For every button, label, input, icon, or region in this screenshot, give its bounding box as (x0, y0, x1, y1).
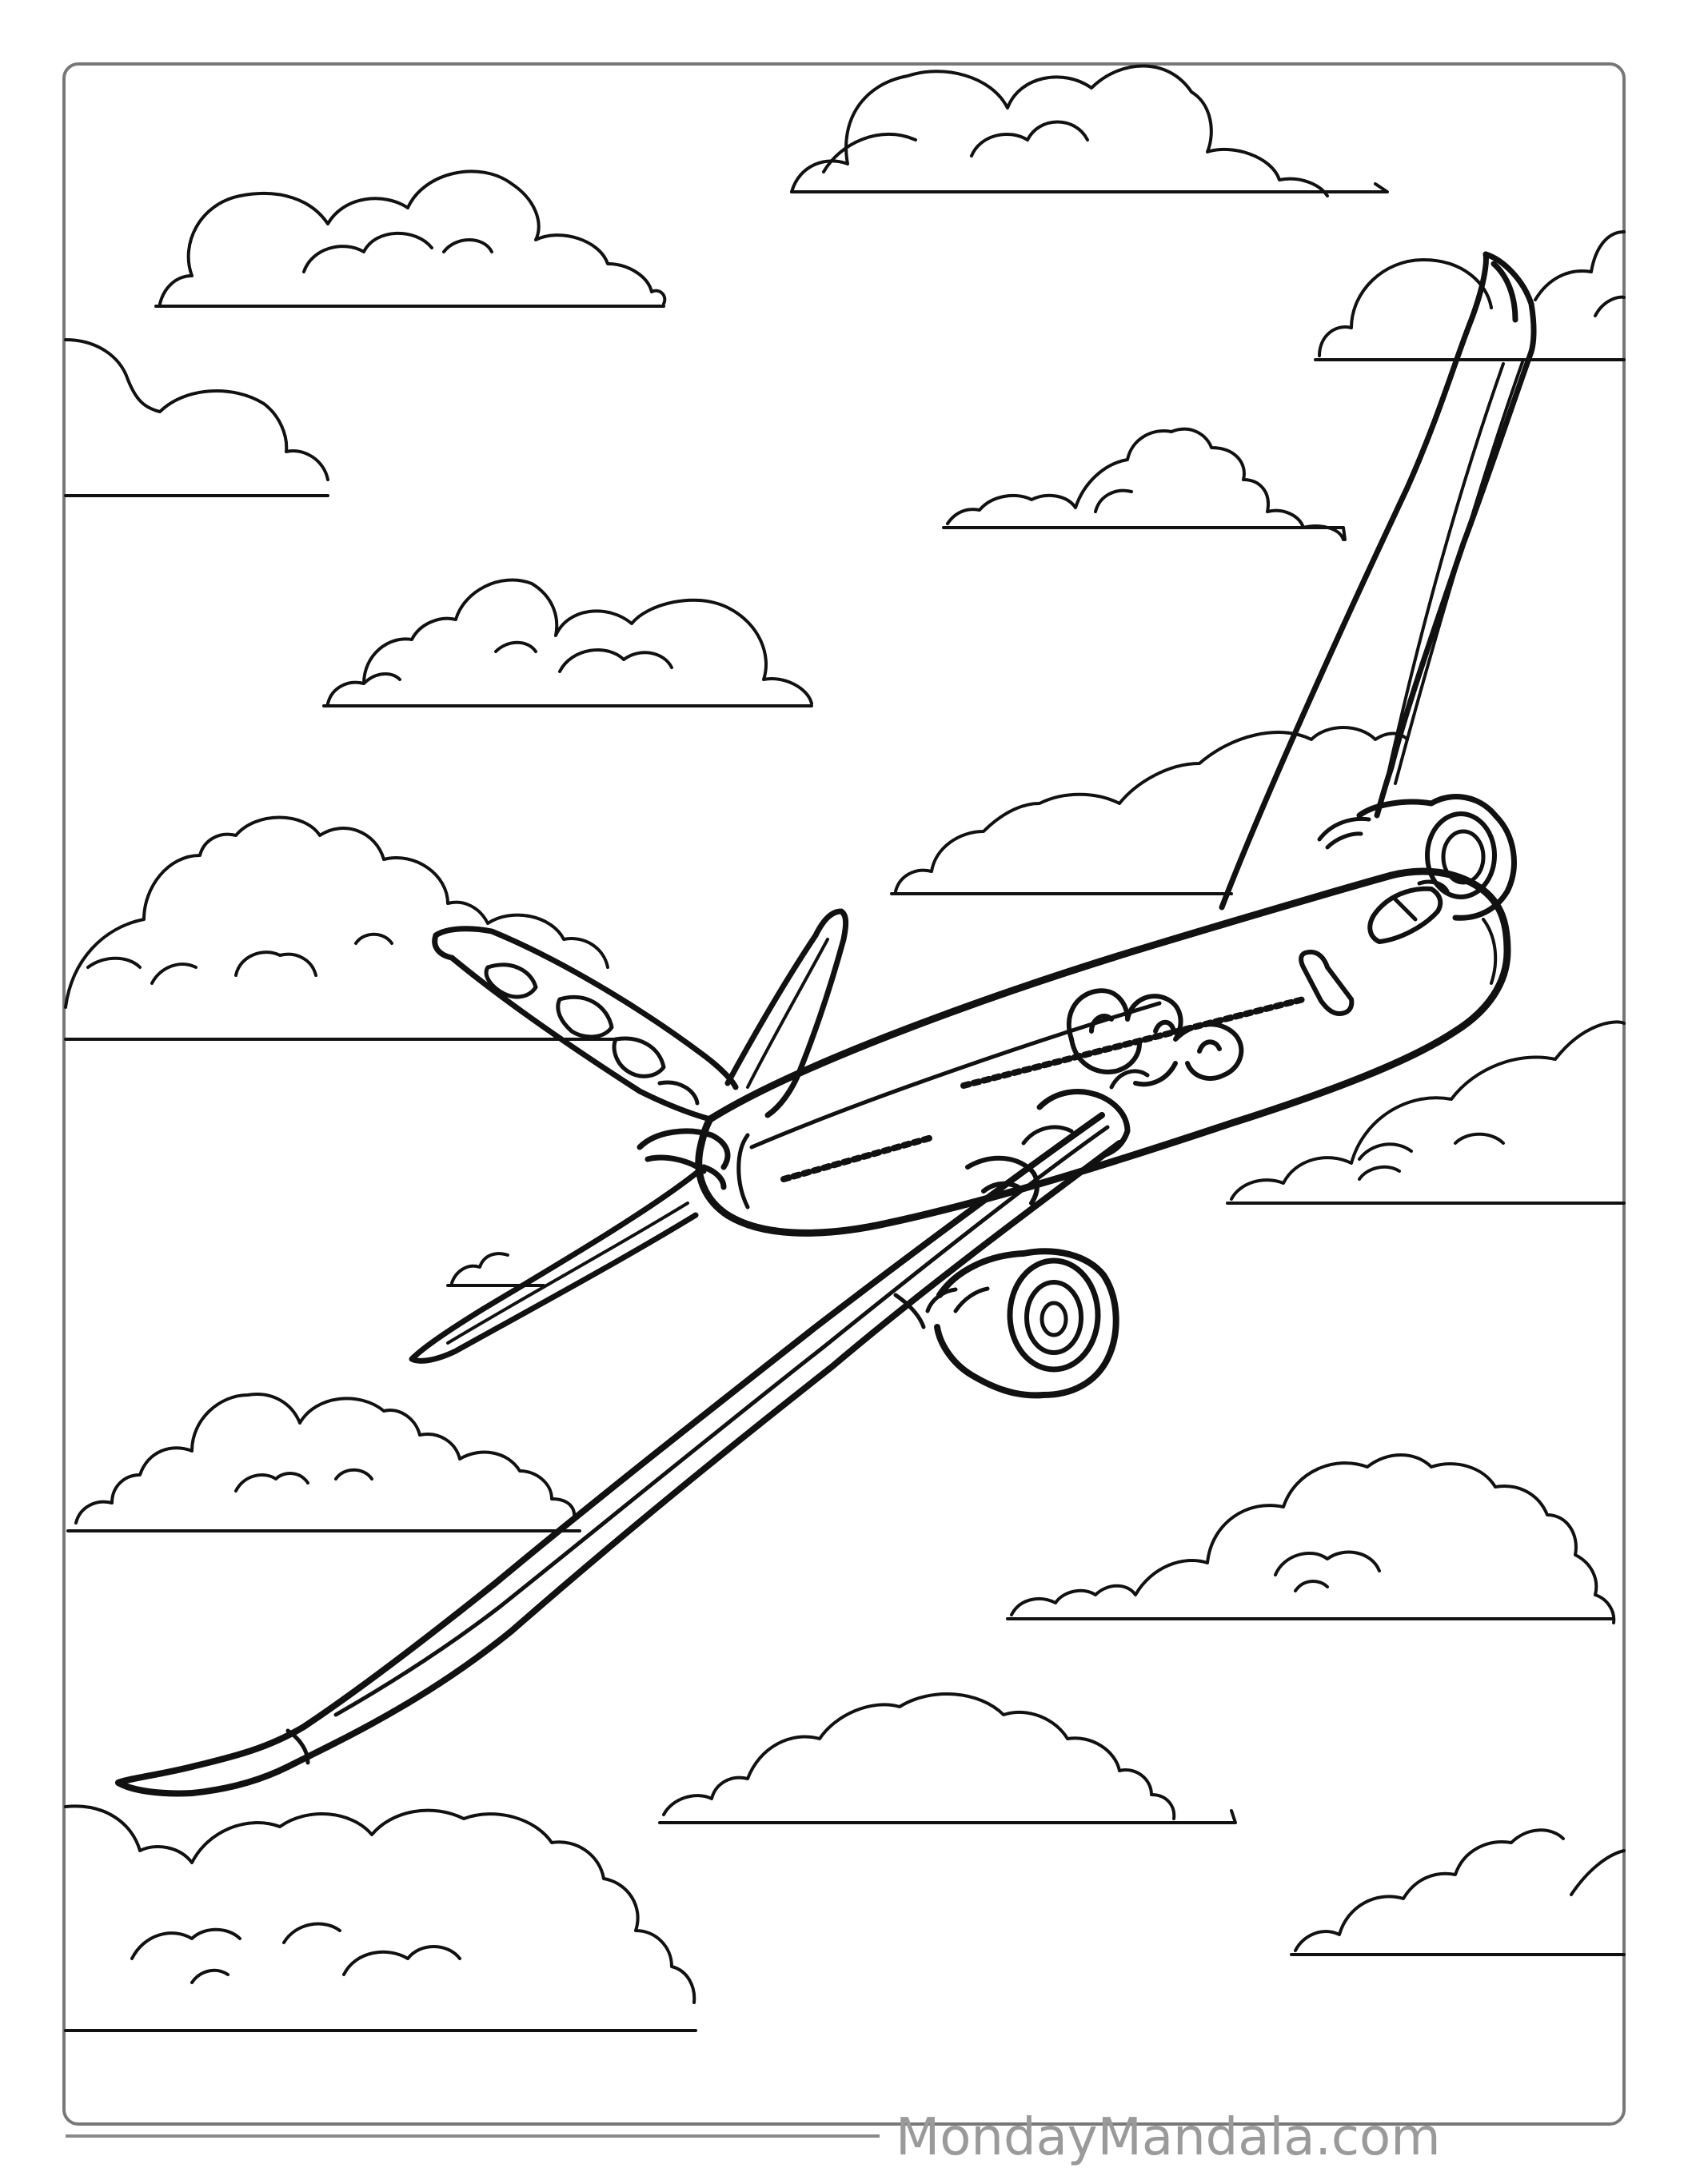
cloud-left-mid (64, 338, 329, 497)
watermark-text: MondayMandala.com (896, 2108, 1441, 2167)
watermark: MondayMandala.com (66, 2108, 1441, 2167)
cloud-center (322, 578, 813, 707)
cloud-top-right (1314, 230, 1626, 361)
lower-engine (925, 1248, 1119, 1399)
cloud-top-center (790, 64, 1389, 197)
livery-logo (1066, 988, 1244, 1087)
cloud-left-lower (66, 1393, 581, 1532)
airplane (115, 251, 1537, 1797)
lower-wing (115, 1112, 1123, 1797)
cloud-left-big (64, 815, 621, 1041)
upper-wing (1219, 251, 1537, 911)
upper-engine (1317, 794, 1517, 921)
fuselage (695, 867, 1511, 1237)
left-horizontal-stabilizer (432, 926, 739, 1122)
cloud-bottom-right (1290, 1828, 1626, 1956)
cloud-lower-center (658, 1692, 1237, 1824)
clouds-layer (64, 64, 1626, 2032)
cloud-right-mid (1226, 1020, 1626, 1205)
cloud-center-right (890, 726, 1409, 895)
page-border (62, 62, 1626, 2126)
engine-pylon (965, 1155, 1040, 1206)
right-horizontal-stabilizer (409, 1164, 727, 1364)
cloud-right-upper (942, 427, 1347, 541)
cloud-top-left (154, 169, 667, 308)
tail-fin (724, 908, 849, 1118)
windows-front-row (960, 996, 1307, 1089)
cloud-right-lower (1006, 1453, 1616, 1624)
windows-rear-row (780, 1134, 935, 1182)
tail-cone (636, 1128, 731, 1174)
wing-root (1021, 1069, 1150, 1158)
cloud-bottom-left (64, 1804, 697, 2032)
